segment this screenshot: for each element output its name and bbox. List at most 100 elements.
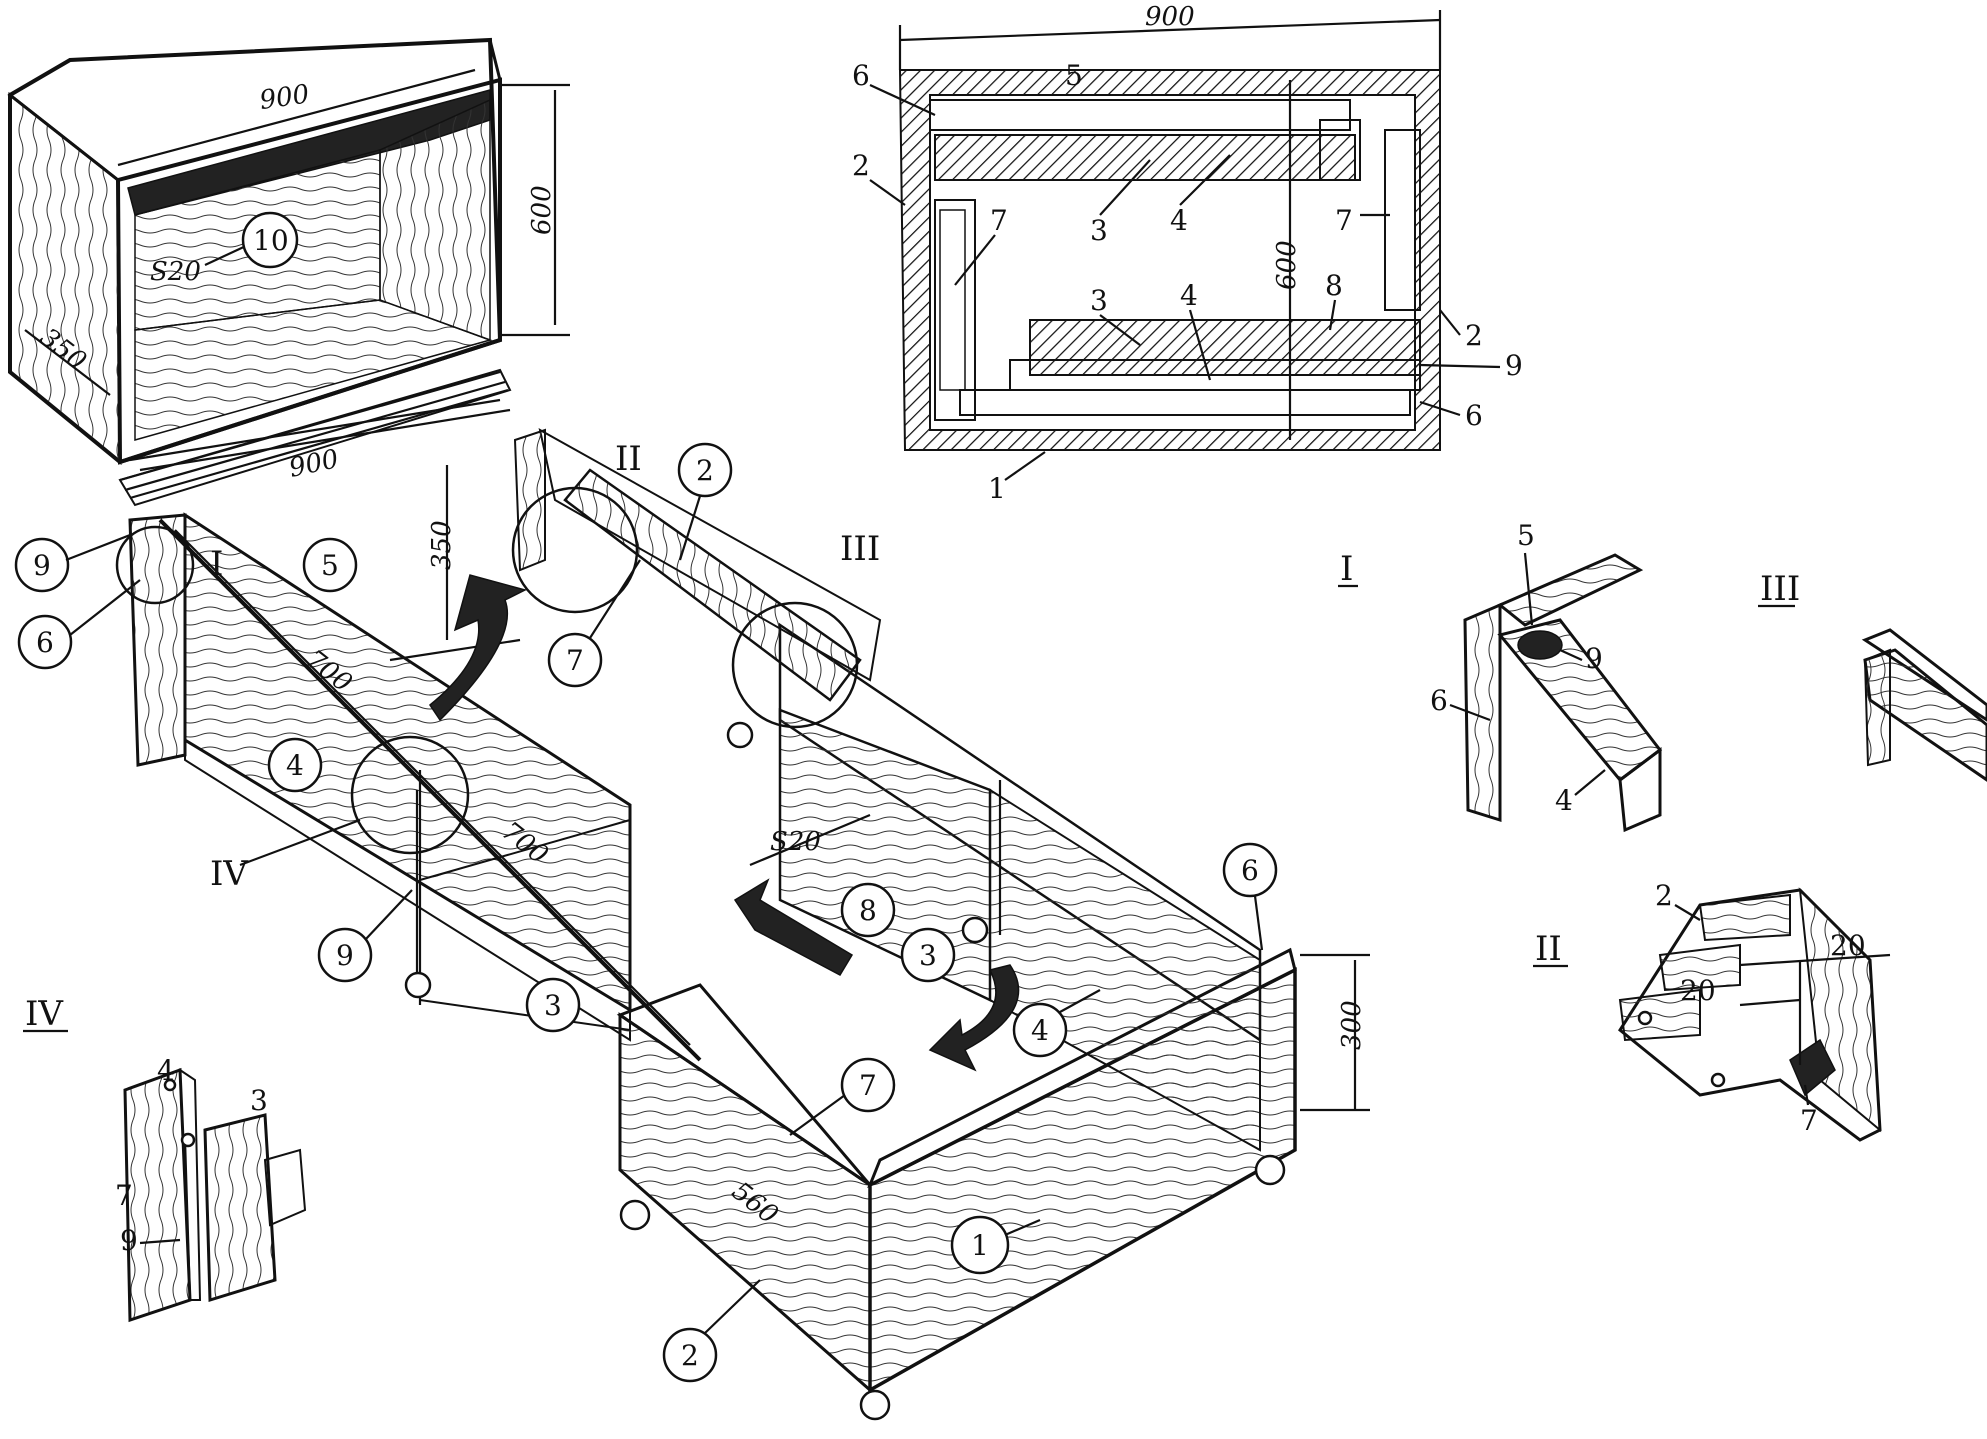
callout-6b-label: 6 [1241, 854, 1259, 887]
callout-4b-label: 4 [1031, 1014, 1049, 1047]
detail-I-label-6: 6 [1430, 684, 1448, 717]
callout-2-label: 2 [696, 454, 714, 487]
detail-IV-panel-3 [203, 1113, 277, 1303]
right-inner-panel-3b [989, 788, 1261, 1152]
callout-6b [1222, 842, 1278, 898]
detail-IV-pin-top [163, 1078, 177, 1092]
callout-2b [662, 1327, 718, 1383]
detail-IV-rod [183, 1139, 192, 1301]
callout-9-leader [65, 533, 131, 562]
direction-arrow-center [733, 878, 854, 976]
left-top-rail-2 [174, 529, 691, 1046]
plan-part-end [1319, 119, 1361, 181]
rail-line-5 [139, 408, 511, 472]
detail-II-step-2 [1658, 943, 1741, 992]
detail-III-post [1863, 648, 1891, 767]
callout-2b-leader [704, 1279, 761, 1334]
callout-9-label: 9 [33, 549, 51, 582]
callout-1-label: 1 [971, 1229, 989, 1262]
detail-III: III [1758, 569, 1987, 782]
plan-label-7b: 7 [1335, 204, 1353, 237]
detail-I-rail-4-end [1618, 747, 1662, 833]
detail-II-leader-2 [1674, 904, 1701, 921]
plan-label-7a: 7 [990, 204, 1008, 237]
plan-label-2b: 2 [1465, 319, 1483, 352]
plan-leader-6a [869, 84, 936, 116]
front-panel-top [616, 983, 872, 1187]
wheel-3 [961, 916, 989, 944]
cabinet-left-panel [8, 91, 122, 466]
plan-leader-2b [1439, 309, 1461, 336]
callout-10-label: 10 [253, 224, 289, 257]
callout-7-label: 7 [566, 644, 584, 677]
plan-part-7-right [1384, 129, 1421, 311]
callout-5 [302, 537, 358, 593]
plan-label-4a: 4 [1170, 204, 1188, 237]
detail-I-label-5: 5 [1517, 519, 1535, 552]
callout-8-label: 8 [859, 894, 877, 927]
plan-leader-8 [1328, 299, 1337, 331]
detail-I: I 5 9 6 4 [1338, 519, 1663, 833]
callout-6b-leader [1253, 895, 1264, 951]
callout-2 [677, 442, 733, 498]
wheel-1 [404, 971, 432, 999]
callout-7 [547, 632, 603, 688]
detail-I-leader-9 [1559, 648, 1583, 662]
callout-3-label: 3 [544, 989, 562, 1022]
cabinet-height-label: 600 [527, 185, 557, 235]
callout-7b-leader [789, 1094, 846, 1136]
plan-leader-2a [869, 179, 906, 206]
left-top-rail [158, 518, 702, 1062]
cabinet-top-panel [7, 38, 502, 182]
callout-2-leader [678, 495, 702, 561]
roman-tag-IV: IV [210, 854, 249, 894]
zoom-circle-III [731, 601, 859, 729]
plan-width-dimline [899, 18, 1441, 42]
callout-4 [267, 737, 323, 793]
detail-II-leader-7 [1803, 1084, 1810, 1106]
rail-line-2 [124, 380, 506, 492]
plan-leader-3a [1099, 159, 1151, 216]
end-height-label: 300 [1337, 1000, 1367, 1050]
detail-II-part-7 [1789, 1038, 1836, 1097]
detail-I-label-9: 9 [1585, 642, 1603, 675]
wheel-4 [1254, 1154, 1286, 1186]
detail-II-title: II [1535, 929, 1562, 969]
callout-4-label: 4 [286, 749, 304, 782]
detail-IV: IV 4 3 7 9 [23, 994, 307, 1323]
callout-8 [840, 882, 896, 938]
detail-II-side [1798, 887, 1882, 1133]
callout-4b [1012, 1002, 1068, 1058]
detail-IV-pin [180, 1132, 196, 1148]
rail-line-4 [129, 398, 501, 462]
callout-9b-leader [364, 889, 413, 941]
plan-label-2a: 2 [852, 149, 870, 182]
plan-label-9: 9 [1505, 349, 1523, 382]
zoom-circle-IV [350, 735, 470, 855]
callout-7b-label: 7 [859, 1069, 877, 1102]
detail-I-leader-6 [1449, 703, 1491, 722]
callout-7-leader [589, 559, 641, 639]
detail-II-step-3 [1618, 988, 1701, 1042]
plan-label-3a: 3 [1090, 214, 1108, 247]
detail-I-leader-4 [1574, 769, 1606, 796]
detail-IV-label-7: 7 [115, 1179, 133, 1212]
detail-IV-label-9: 9 [120, 1224, 138, 1257]
plan-outer-wall [898, 69, 1441, 451]
callout-2b-label: 2 [681, 1339, 699, 1372]
plan-leader-3b [1099, 314, 1141, 346]
detail-I-leader-5 [1523, 552, 1534, 626]
roman-IV-leader [239, 818, 361, 867]
plan-part-6-bottom [959, 389, 1411, 416]
plan-leader-4b [1188, 309, 1212, 381]
wheels [404, 721, 1286, 1421]
callout-1 [950, 1215, 1010, 1275]
plan-label-4b: 4 [1180, 279, 1198, 312]
detail-II-dim-line-1 [1739, 953, 1891, 967]
plan-leader-9 [1419, 363, 1501, 369]
detail-II-hole-1 [1637, 1010, 1653, 1026]
detail-I-title: I [1340, 549, 1353, 589]
callout-9 [14, 537, 70, 593]
plan-width-label: 900 [1145, 2, 1195, 32]
